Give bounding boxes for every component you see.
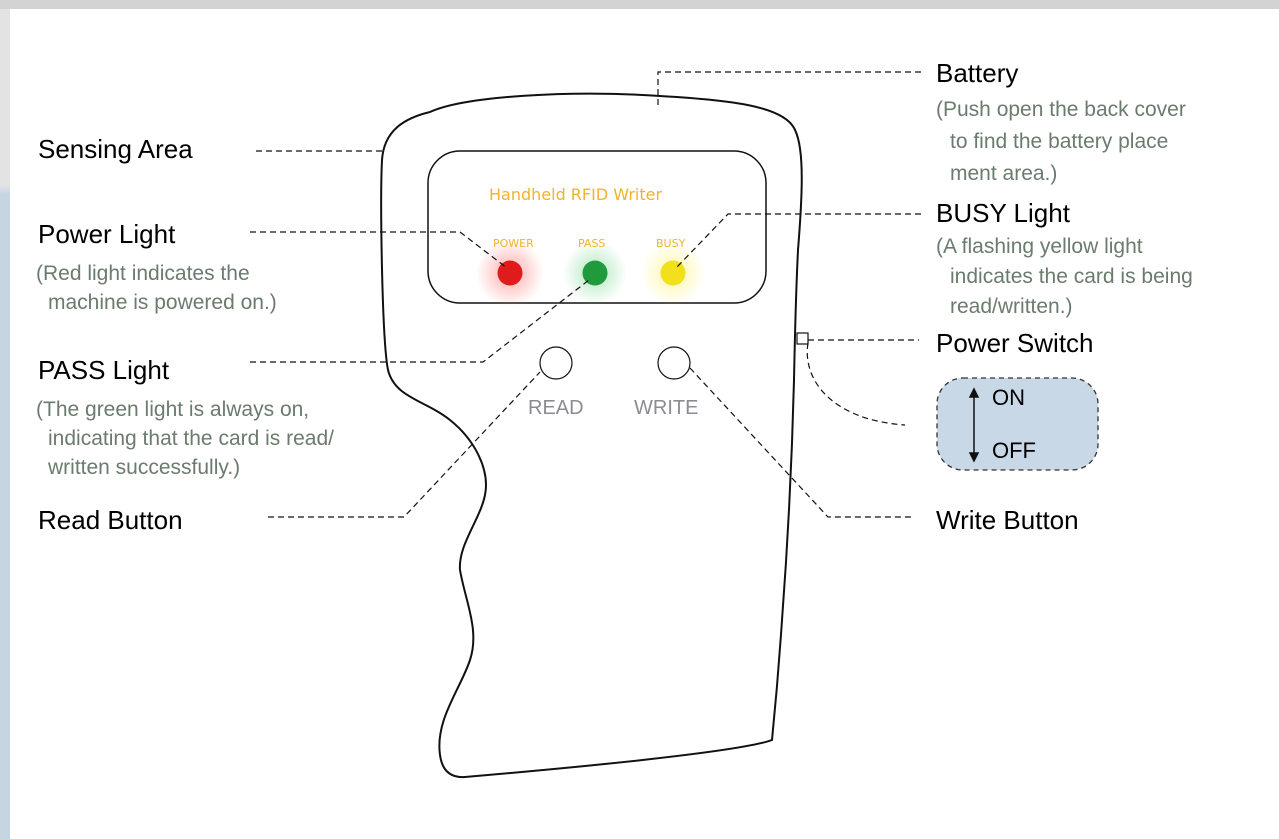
left-border bbox=[0, 9, 10, 839]
device-title: Handheld RFID Writer bbox=[489, 185, 663, 204]
busy-led bbox=[660, 260, 686, 286]
read-button[interactable] bbox=[539, 346, 573, 380]
battery-leader bbox=[657, 71, 922, 105]
power-light-note-1: (Red light indicates the bbox=[36, 262, 250, 285]
busy-light-note-1: (A flashing yellow light bbox=[936, 235, 1143, 258]
busy-light-leader bbox=[676, 213, 921, 268]
power-switch-label: Power Switch bbox=[936, 328, 1094, 358]
switch-on-label: ON bbox=[992, 385, 1025, 410]
busy-light-label: BUSY Light bbox=[936, 198, 1070, 228]
read-button-label: READ bbox=[528, 397, 584, 419]
busy-led-label: BUSY bbox=[656, 237, 686, 250]
power-light-label: Power Light bbox=[38, 219, 176, 249]
power-led-label: POWER bbox=[493, 237, 534, 250]
top-border bbox=[0, 0, 1279, 9]
write-button-leader bbox=[689, 367, 914, 518]
read-button-callout: Read Button bbox=[38, 505, 183, 535]
battery-label: Battery bbox=[936, 58, 1019, 88]
busy-light-note-3: read/written.) bbox=[950, 295, 1073, 318]
leader-lines bbox=[250, 71, 922, 518]
sensing-area-label: Sensing Area bbox=[38, 134, 193, 164]
switch-arrow bbox=[968, 387, 980, 463]
pass-led bbox=[582, 260, 608, 286]
pass-light-note-3: written successfully.) bbox=[48, 456, 241, 479]
switch-off-label: OFF bbox=[992, 438, 1036, 463]
pass-light-note-1: (The green light is always on, bbox=[36, 398, 310, 421]
write-button-callout: Write Button bbox=[936, 505, 1079, 535]
pass-light-leader bbox=[250, 279, 590, 363]
power-light-note-2: machine is powered on.) bbox=[48, 291, 277, 314]
battery-note-2: to find the battery place bbox=[950, 130, 1169, 153]
power-switch-box bbox=[936, 377, 1099, 471]
diagram-canvas: Handheld RFID Writer POWER PASS BUSY REA… bbox=[10, 0, 1279, 839]
pass-led-label: PASS bbox=[578, 237, 606, 250]
write-button-label: WRITE bbox=[634, 397, 699, 419]
read-button-leader bbox=[268, 371, 541, 518]
power-light-leader bbox=[250, 231, 508, 269]
diagram-art bbox=[250, 71, 1099, 779]
power-switch-curve bbox=[806, 342, 906, 426]
battery-note-1: (Push open the back cover bbox=[936, 98, 1186, 121]
power-switch-marker bbox=[796, 332, 809, 345]
battery-note-3: ment area.) bbox=[950, 162, 1058, 185]
pass-light-note-2: indicating that the card is read/ bbox=[48, 427, 335, 450]
write-button[interactable] bbox=[657, 346, 691, 380]
power-led bbox=[497, 260, 523, 286]
busy-light-note-2: indicates the card is being bbox=[950, 265, 1193, 288]
pass-light-label: PASS Light bbox=[38, 355, 170, 385]
